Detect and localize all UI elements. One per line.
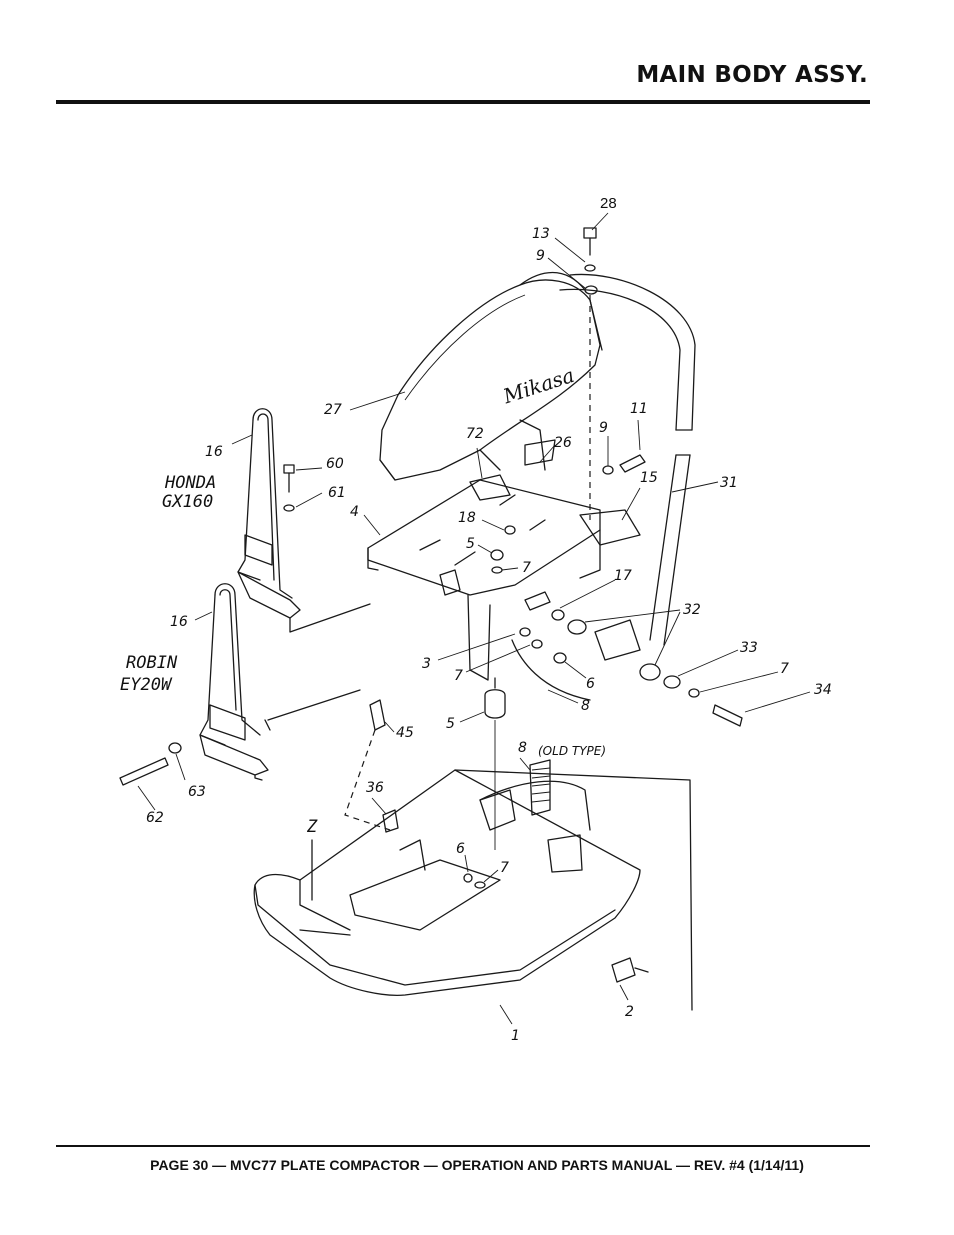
page-footer: PAGE 30 — MVC77 PLATE COMPACTOR — OPERAT… [150, 1157, 804, 1173]
main-frame [367, 439, 641, 681]
callout-8b: 8 [518, 740, 527, 756]
bolt-60 [283, 464, 295, 474]
callout-9: 9 [536, 248, 545, 264]
callout-16: 16 [205, 444, 223, 460]
robin-label-line2: EY20W [120, 675, 173, 695]
callout-numbers: 28 13 9 27 16 60 61 4 72 26 9 11 15 31 1… [146, 195, 832, 1044]
zone-label: Z [306, 817, 318, 837]
nut-5 [490, 549, 504, 561]
callout-62: 62 [146, 810, 164, 826]
brand-logo: Mikasa [499, 363, 577, 409]
bolt-62 [119, 757, 169, 786]
washer-61 [283, 504, 295, 512]
washer-9 [584, 285, 598, 295]
callout-7: 7 [522, 560, 531, 576]
callout-6b: 6 [456, 841, 465, 857]
leader-lines [137, 212, 811, 1025]
bolt-28 [583, 227, 597, 239]
callout-45: 45 [396, 725, 414, 741]
callout-31: 31 [720, 475, 738, 491]
handle-frame [559, 273, 696, 646]
callout-63: 63 [188, 784, 206, 800]
callout-5: 5 [466, 536, 475, 552]
fastener-parts [119, 227, 743, 983]
callout-7c: 7 [780, 661, 789, 677]
old-type-label: (OLD TYPE) [538, 744, 606, 758]
robin-bracket [199, 583, 361, 781]
nut-6a [553, 652, 567, 664]
callout-4: 4 [350, 504, 359, 520]
footer-rule [56, 1145, 870, 1147]
callout-26: 26 [554, 435, 572, 451]
callout-36: 36 [366, 780, 384, 796]
callout-34: 34 [814, 682, 832, 698]
callout-61: 61 [328, 485, 346, 501]
page-title: MAIN BODY ASSY. [636, 62, 868, 88]
callout-28: 28 [600, 195, 617, 212]
washer-7b [688, 688, 700, 698]
honda-label-line1: HONDA [164, 473, 216, 493]
robin-label-line1: ROBIN [126, 653, 178, 673]
honda-bracket [237, 408, 371, 633]
spring-link-8 [511, 639, 591, 701]
callout-13: 13 [532, 226, 550, 242]
clamp-32 [594, 619, 641, 661]
callout-18: 18 [458, 510, 476, 526]
washer-32a [567, 619, 587, 635]
header-rule [56, 100, 870, 104]
callout-6: 6 [586, 676, 595, 692]
callout-7d: 7 [500, 860, 509, 876]
callout-72: 72 [466, 426, 484, 442]
callout-33: 33 [740, 640, 758, 656]
washer-32b [639, 663, 661, 681]
callout-11: 11 [630, 401, 648, 417]
callout-8: 8 [581, 698, 590, 714]
mount-2 [611, 957, 636, 983]
callout-60: 60 [326, 456, 344, 472]
washer-9b [602, 465, 614, 475]
callout-27: 27 [324, 402, 342, 418]
callout-2: 2 [625, 1004, 634, 1020]
bolt-34 [712, 704, 743, 727]
washer-33 [663, 675, 681, 689]
washer-63 [168, 742, 182, 754]
bushing-17 [524, 591, 551, 611]
nut-6b [463, 873, 473, 883]
mount-5 [484, 689, 506, 719]
washer-13 [584, 264, 596, 272]
bolt-11 [619, 454, 646, 473]
callout-9b: 9 [599, 420, 608, 436]
callout-5b: 5 [446, 716, 455, 732]
callout-3: 3 [422, 656, 431, 672]
washer-7a [491, 566, 503, 574]
callout-16b: 16 [170, 614, 188, 630]
callout-17: 17 [614, 568, 632, 584]
spring-8-old [529, 759, 551, 816]
washer-7d [474, 881, 486, 889]
callout-15: 15 [640, 470, 658, 486]
honda-label-line2: GX160 [162, 492, 213, 512]
grease-fitting-45 [369, 699, 386, 731]
callout-1: 1 [511, 1028, 520, 1044]
callout-32: 32 [683, 602, 701, 618]
nut-18 [504, 525, 516, 535]
callout-7b: 7 [454, 668, 463, 684]
base-plate [253, 769, 693, 1011]
fitting-36 [382, 809, 399, 833]
